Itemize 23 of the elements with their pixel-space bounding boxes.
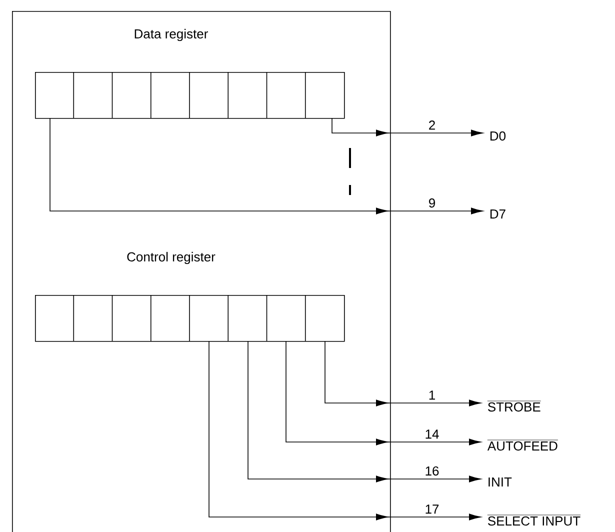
pin-number: 9: [429, 198, 435, 208]
signal-name: STROBE: [487, 400, 542, 412]
signal-name: AUTOFEED: [487, 440, 558, 451]
signal-name: D7: [490, 210, 506, 218]
arrow: [332, 118, 483, 136]
signal-name: SELECT INPUT: [487, 514, 581, 526]
register-drawing: Control register: [35, 252, 345, 342]
arrow: [208, 340, 481, 520]
node-label: Control register: [127, 252, 216, 264]
arrow: [324, 340, 481, 406]
node-label: Data register: [134, 28, 208, 42]
pin-number: 17: [426, 504, 439, 514]
signal-name: D0: [490, 131, 506, 141]
pin-number: 14: [426, 430, 439, 439]
pin-number: 16: [426, 466, 439, 476]
pin-number: 2: [429, 120, 435, 130]
arrow: [248, 340, 481, 482]
register-drawing: Data register: [35, 28, 345, 119]
pin-number: 1: [429, 390, 435, 400]
arrow: [286, 340, 481, 446]
enclosure-box: [12, 11, 391, 532]
arrow: [50, 118, 483, 214]
signal-name: INIT: [488, 478, 512, 486]
